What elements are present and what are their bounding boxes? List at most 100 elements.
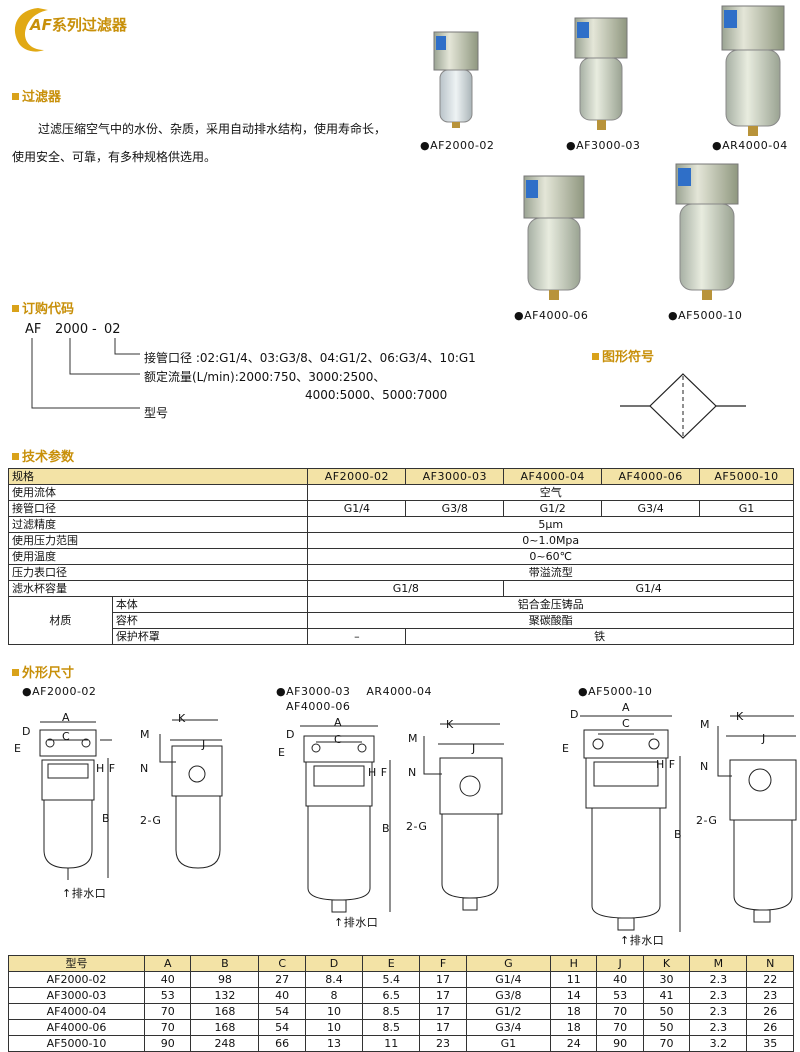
drawing-af5000-side [717,715,797,923]
drain-arrow-icon: ↑ [620,934,630,947]
table-cell: K [642,955,691,972]
table-cell: 11 [550,971,598,988]
table-cell: 35 [746,1035,794,1052]
table-cell: 90 [143,1035,192,1052]
table-cell: 90 [596,1035,644,1052]
spec-row-gauge: 压力表口径 带溢流型 [7,564,794,581]
dim-drain-port-1: ↑排水口 [62,887,107,900]
brand-text: AF [30,16,52,34]
table-cell: AF4000-04 [8,1003,145,1020]
order-code-model-desc: 型号 [144,406,169,420]
dim-letter-m-1: M [140,728,150,741]
drawing-af2000-front [39,721,112,880]
order-code-flow-desc-2: 4000:5000、5000:7000 [305,388,448,402]
dim-letter-j-1: J [202,738,206,751]
dim-group-af4000: AF4000-06 [286,700,351,713]
order-code-flow-desc-1: 额定流量(L/min):2000:750、3000:2500、 [144,370,386,384]
order-code-leader-lines [31,338,140,409]
product-label-af3000: ●AF3000-03 [566,139,641,152]
header-title: AF系列过滤器 [30,14,127,35]
dim-letter-j-3: J [762,732,766,745]
drain-arrow-icon: ↑ [62,887,72,900]
table-cell: 70 [143,1003,192,1020]
product-af4000-image [523,175,585,300]
table-cell: 54 [258,1003,306,1020]
table-cell: A [143,955,192,972]
product-label-ar4000: ●AR4000-04 [712,139,788,152]
dim-letter-n-1: N [140,762,149,775]
logo [8,4,158,54]
table-cell: 23 [746,987,794,1004]
table-cell: AF3000-03 [8,987,145,1004]
spec-row-drain: 滤水杯容量 G1/8 G1/4 [7,580,794,597]
table-cell: AF4000-06 [8,1019,145,1036]
table-cell: 3.2 [689,1035,748,1052]
table-cell: 2.3 [689,1003,748,1020]
dim-letter-k-1: K [178,712,186,725]
spec-row-temp: 使用温度 0~60℃ [7,548,794,565]
table-cell: C [258,955,306,972]
table-cell: 2.3 [689,987,748,1004]
product-photos [433,5,785,300]
table-cell: 70 [596,1003,644,1020]
table-cell: 2.3 [689,971,748,988]
table-cell: 70 [143,1019,192,1036]
dim-letter-e-1: E [14,742,22,755]
dim-letter-d-2: D [286,728,295,741]
table-cell: 40 [143,971,192,988]
dim-letter-b-2: B [382,822,391,835]
table-cell: 型号 [8,955,145,972]
table-cell: 2.3 [689,1019,748,1036]
order-code-port: 02 [104,322,121,337]
table-cell: D [304,955,364,972]
spec-row-fluid: 使用流体 空气 [7,484,794,501]
table-cell: 6.5 [362,987,421,1004]
table-cell: F [419,955,467,972]
table-cell: 40 [596,971,644,988]
table-cell: G3/8 [465,987,552,1004]
table-cell: 24 [550,1035,598,1052]
spec-row-body: 材质 本体 铝合金压铸品 [8,596,794,645]
drawing-af3000-side [423,723,504,911]
logo-swoosh-icon [14,8,48,52]
dim-letter-hf-3: H F [656,758,676,771]
order-code-dash: - [92,322,97,337]
table-cell: 27 [258,971,306,988]
table-cell: 53 [143,987,192,1004]
dim-letter-a-3: A [622,701,631,714]
spec-header-row: 规格 AF2000-02 AF3000-03 AF4000-04 AF4000-… [7,468,794,485]
dim-letter-hf-2: H F [368,766,388,779]
table-cell: 66 [258,1035,306,1052]
order-code-port-desc: 接管口径 :02:G1/4、03:G3/8、04:G1/2、06:G3/4、10… [144,351,476,365]
table-cell: 168 [190,1003,260,1020]
table-cell: 132 [190,987,260,1004]
drawing-af3000-front [300,725,391,913]
drain-arrow-icon: ↑ [334,916,344,929]
table-cell: AF5000-10 [8,1035,145,1052]
table-cell: G1/4 [465,971,552,988]
table-cell: AF2000-02 [8,971,145,988]
table-cell: 10 [304,1019,364,1036]
table-cell: 8.5 [362,1003,421,1020]
table-cell: G3/4 [465,1019,552,1036]
table-cell: 168 [190,1019,260,1036]
table-cell: 17 [419,971,467,988]
table-cell: 8.4 [304,971,364,988]
dim-letter-d-3: D [570,708,579,721]
product-af2000-image [433,31,479,128]
table-cell: N [746,955,794,972]
dim-letter-b-3: B [674,828,683,841]
table-cell: G1 [465,1035,552,1052]
section-title-symbol: 图形符号 [592,346,654,365]
dim-letter-n-2: N [408,766,417,779]
section-title-spec: 技术参数 [12,446,74,465]
dim-group-af2000: ●AF2000-02 [22,685,97,698]
dim-group-af3000: ●AF3000-03 AR4000-04 [276,685,433,698]
spec-table: 规格 AF2000-02 AF3000-03 AF4000-04 AF4000-… [7,468,794,645]
table-cell: 41 [642,987,691,1004]
dim-letter-n-3: N [700,760,709,773]
table-cell: B [190,955,260,972]
